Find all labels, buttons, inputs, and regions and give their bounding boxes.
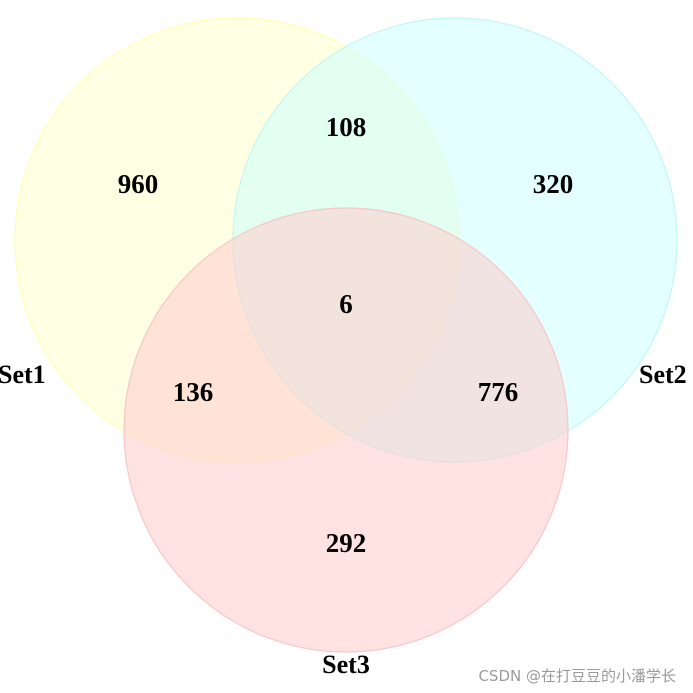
region-set1-set2: 108 [326,112,367,142]
watermark-text: CSDN @在打豆豆的小潘学长 [478,667,676,685]
set2-label: Set2 [639,360,687,389]
region-only-set3: 292 [326,528,367,558]
region-set1-set3: 136 [173,377,214,407]
region-only-set1: 960 [118,169,159,199]
set3-label: Set3 [322,650,370,679]
region-all-three: 6 [339,289,353,319]
set1-label: Set1 [0,360,46,389]
region-set2-set3: 776 [478,377,519,407]
region-only-set2: 320 [533,169,574,199]
set3-circle [123,207,569,653]
